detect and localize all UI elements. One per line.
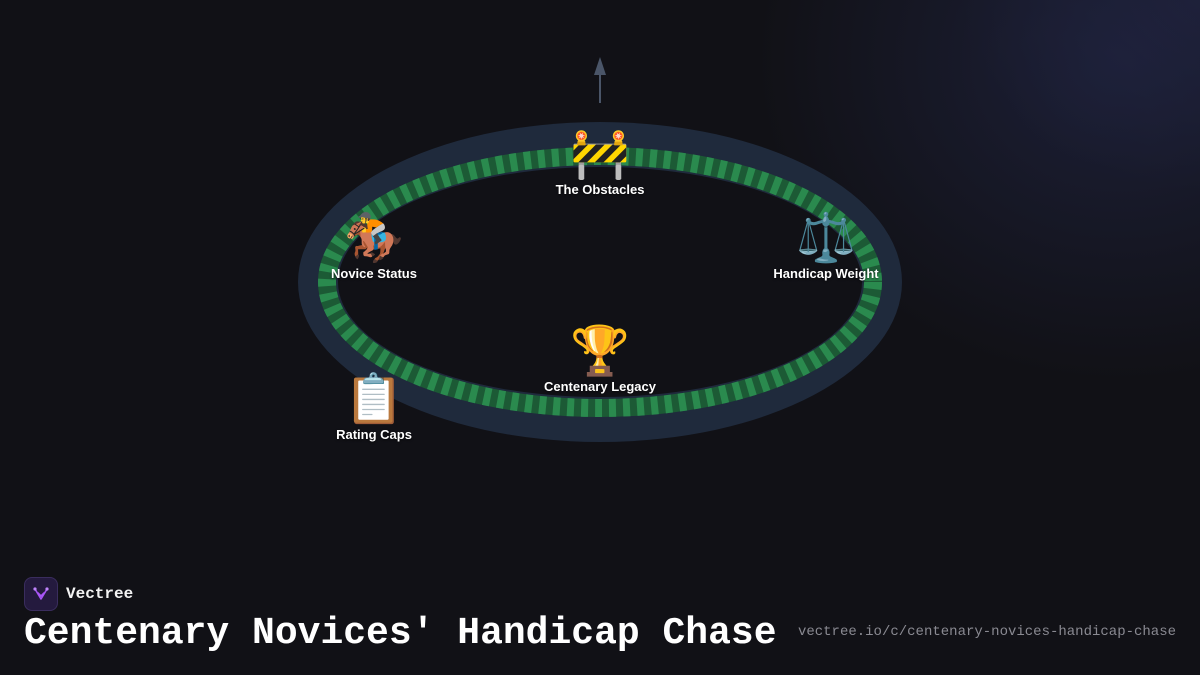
node-centenary-legacy: 🏆 Centenary Legacy: [515, 323, 685, 394]
node-label: Novice Status: [331, 266, 417, 281]
page-title: Centenary Novices' Handicap Chase: [24, 612, 777, 655]
node-label: Rating Caps: [336, 427, 412, 442]
horse-racing-icon: 🏇: [344, 210, 404, 266]
node-rating-caps: 📋 Rating Caps: [289, 371, 459, 442]
up-arrow-head: [594, 57, 606, 75]
trophy-icon: 🏆: [570, 323, 630, 379]
node-handicap-weight: ⚖️ Handicap Weight: [741, 210, 911, 281]
node-novice-status: 🏇 Novice Status: [289, 210, 459, 281]
node-label: Handicap Weight: [773, 266, 879, 281]
brand-name: Vectree: [66, 585, 134, 603]
clipboard-icon: 📋: [344, 371, 404, 427]
track-infield: [338, 167, 862, 397]
construction-barrier-icon: 🚧: [570, 126, 630, 182]
vectree-logo-icon: [24, 577, 58, 611]
node-the-obstacles: 🚧 The Obstacles: [515, 126, 685, 197]
track-stripes: [318, 147, 882, 417]
node-label: Centenary Legacy: [544, 379, 656, 394]
page-url[interactable]: vectree.io/c/centenary-novices-handicap-…: [797, 624, 1176, 640]
brand: Vectree: [24, 577, 133, 611]
node-label: The Obstacles: [555, 182, 645, 197]
balance-scale-icon: ⚖️: [796, 210, 856, 266]
